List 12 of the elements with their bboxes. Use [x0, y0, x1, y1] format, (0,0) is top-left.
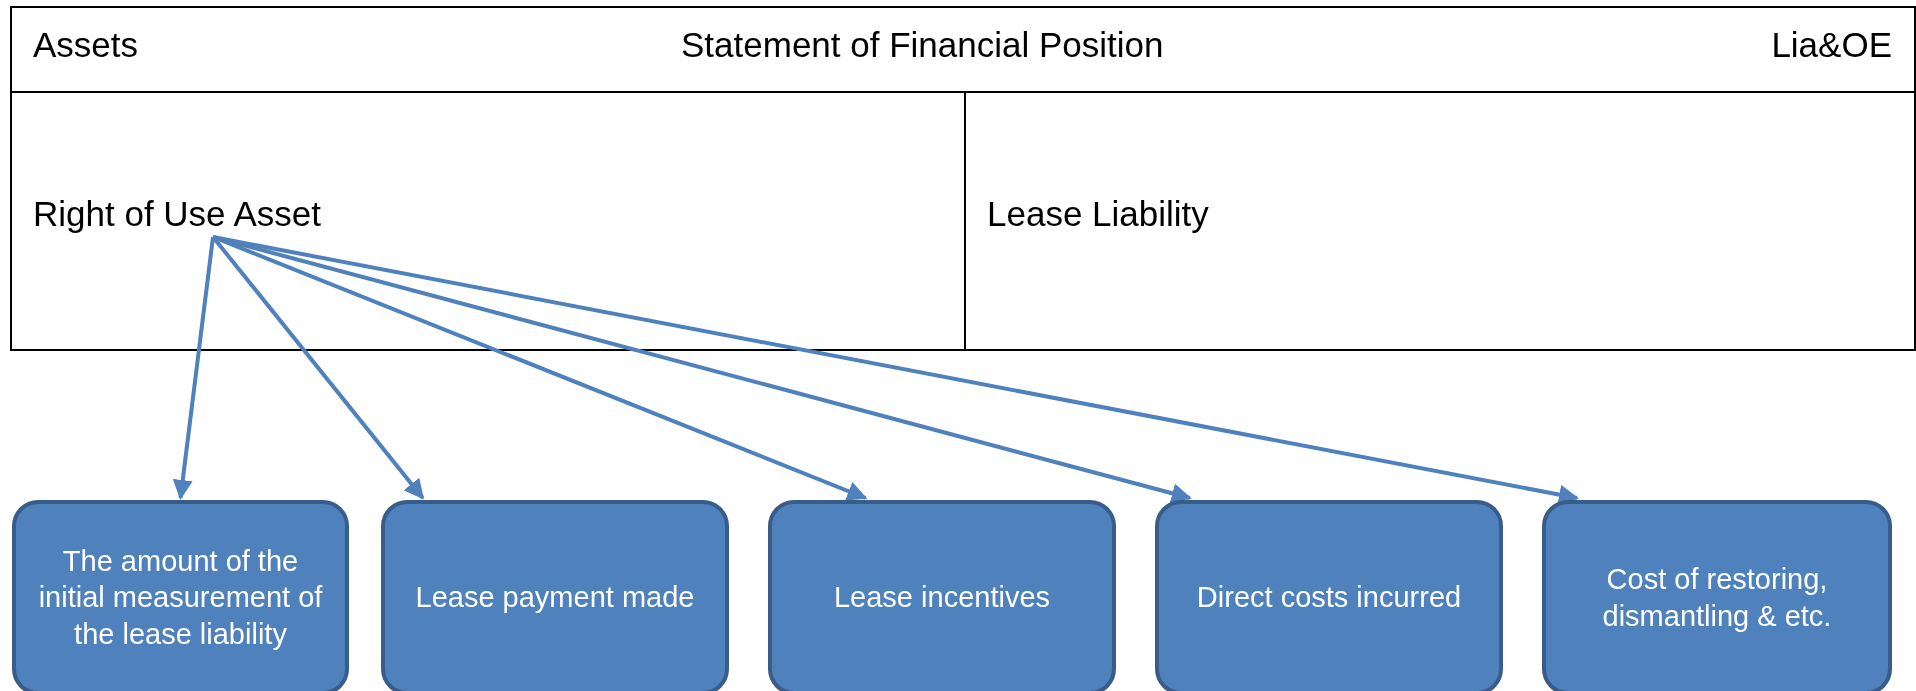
- table-title: Statement of Financial Position: [681, 24, 1164, 66]
- account-name: Lease Liability: [987, 193, 1209, 235]
- process-box: The amount of the initial measurement of the lease liability: [12, 500, 349, 691]
- column-heading: Assets: [33, 24, 139, 66]
- process-box: Cost of restoring, dismantling & etc.: [1542, 500, 1892, 691]
- column-heading: Lia&OE: [1771, 24, 1892, 66]
- process-box: Direct costs incurred: [1155, 500, 1503, 691]
- process-box: Lease incentives: [768, 500, 1116, 691]
- process-box: Lease payment made: [381, 500, 729, 691]
- arrow: [212, 235, 868, 501]
- arrow: [172, 236, 215, 500]
- account-name: Right of Use Asset: [33, 193, 321, 235]
